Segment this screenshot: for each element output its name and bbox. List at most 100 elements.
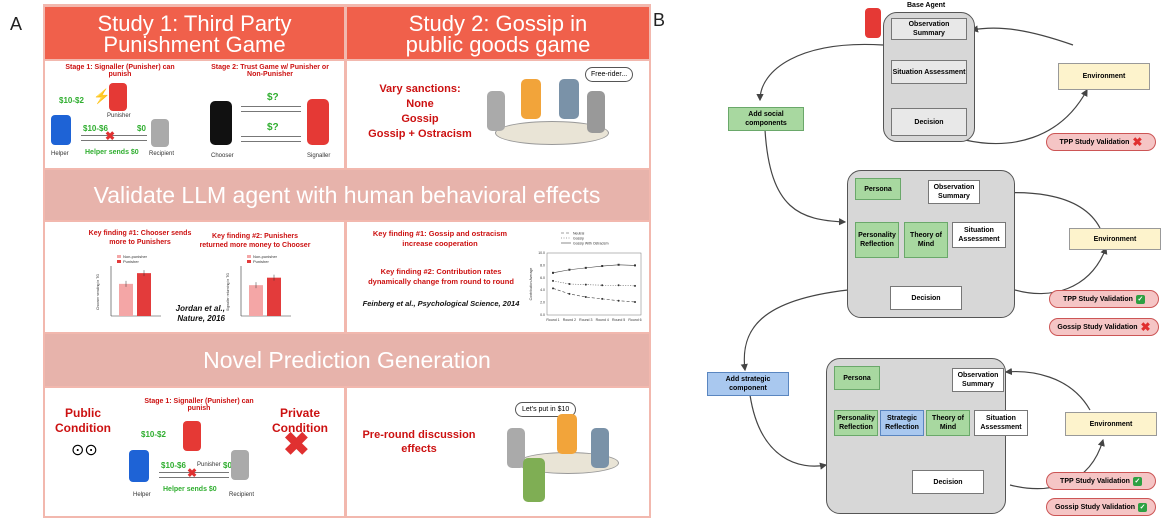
key-finding-4: Key finding #2: Contribution rates dynam… [368, 267, 514, 286]
series-1-point-2 [584, 283, 587, 286]
robot-gray-player [487, 91, 505, 131]
check-icon: ✓ [1135, 294, 1145, 304]
y-tick-2: 4.0 [540, 288, 545, 292]
y-tick-0: 0.0 [540, 313, 545, 317]
robot-blue-player-2 [591, 428, 609, 468]
helper-sends: Helper sends $0 [85, 149, 139, 156]
series-0-point-1 [568, 292, 571, 295]
check-icon: ✓ [1132, 476, 1142, 486]
plot-frame [546, 252, 642, 316]
x-tick-5: Round 6 [628, 318, 641, 322]
base-situation: Situation Assessment [891, 60, 967, 84]
social-decision: Decision [890, 286, 962, 310]
sanction-none: None [406, 98, 434, 110]
helper-label: Helper [51, 151, 69, 157]
robot-gray-icon [151, 119, 169, 147]
legend-label-1: Gossip [573, 237, 584, 241]
strategic-decision: Decision [912, 470, 984, 494]
public-condition: Public Condition [55, 406, 111, 435]
robot-red-icon [109, 83, 127, 111]
tpp-validation-fail: TPP Study Validation✖ [1046, 133, 1156, 151]
legend-swatch-0 [117, 255, 121, 258]
x-tick-0: Round 1 [546, 318, 559, 322]
series-1-point-1 [568, 283, 571, 285]
free-rider-bubble: Free-rider... [585, 67, 634, 82]
legend-label-1: Punisher [123, 259, 139, 264]
series-1-point-3 [601, 284, 604, 287]
tpp-validation-pass-1: TPP Study Validation✓ [1049, 290, 1159, 308]
persona-1: Persona [855, 178, 901, 200]
theory-of-mind-2: Theory of Mind [926, 410, 970, 436]
personality-reflection-1: Personality Reflection [855, 222, 899, 258]
robot-gray-player-3 [507, 428, 525, 468]
series-0-point-0 [552, 287, 554, 290]
y-axis-label: Contribution Average [529, 268, 533, 301]
y-tick-3: 6.0 [540, 276, 545, 280]
series-line-2 [552, 264, 636, 274]
x-icon: ✖ [1132, 134, 1143, 149]
money-1b: $10-$2 [141, 430, 166, 439]
series-2-point-2 [584, 266, 587, 269]
social-situation: Situation Assessment [952, 222, 1006, 248]
legend-label-0: Neutral [573, 232, 585, 236]
y-axis-label: Chooser sending in TG [96, 274, 100, 310]
legend-label-2: Gossip With Ostracism [573, 242, 609, 246]
y-tick-5: 10.0 [538, 251, 545, 255]
gossip-findings-cell: Key finding #1: Gossip and ostracism inc… [347, 222, 649, 332]
series-0-point-2 [584, 296, 587, 299]
series-0-point-5 [634, 300, 636, 303]
study2-title: Study 2: Gossip in public goods game [347, 7, 649, 59]
tpp-findings-cell: Key finding #1: Chooser sends more to Pu… [45, 222, 344, 332]
environment-3: Environment [1065, 412, 1157, 436]
bar-1 [267, 277, 281, 316]
recipient-label: Recipient [149, 151, 175, 157]
panel-b-label: B [653, 10, 666, 30]
q1: $? [267, 92, 279, 103]
jordan-citation: Jordan et al., Nature, 2016 [175, 304, 225, 323]
lightning-icon: ⚡ [93, 88, 111, 104]
base-decision: Decision [891, 108, 967, 136]
base-agent-title: Base Agent [907, 2, 946, 9]
hidden-eye-icon: ✖ [283, 426, 310, 462]
series-2-point-3 [601, 265, 604, 268]
money-3b: $0 [223, 461, 232, 470]
add-strategic-component: Add strategic component [707, 372, 789, 396]
x-tick-4: Round 5 [612, 318, 625, 322]
arrow-trust-1 [241, 106, 301, 112]
theory-of-mind-1: Theory of Mind [904, 222, 948, 258]
robot-gray-player-2 [587, 91, 605, 133]
money-1: $10-$2 [59, 96, 84, 105]
gossip-validation-pass: Gossip Study Validation✓ [1046, 498, 1156, 516]
money-3: $0 [137, 124, 146, 133]
environment-2: Environment [1069, 228, 1161, 250]
stage1-label: Stage 1: Signaller (Punisher) can punish [65, 64, 175, 78]
series-line-1 [552, 280, 636, 287]
legend-swatch-1 [117, 260, 121, 263]
helper-sends-2: Helper sends $0 [163, 486, 217, 493]
x-icon: ✖ [1140, 319, 1151, 334]
bar-1 [137, 273, 151, 316]
novel-title: Novel Prediction Generation [45, 334, 649, 386]
tpp-validation-label: TPP Study Validation [1063, 295, 1133, 303]
legend-swatch-0 [247, 255, 251, 258]
series-2-point-5 [634, 264, 636, 267]
legend-swatch-1 [247, 260, 251, 263]
y-axis-label: Signaller returning in TG [226, 273, 230, 311]
x-icon: ✖ [105, 129, 116, 143]
eyes-icon: ⊙⊙ [71, 442, 98, 459]
y-tick-4: 8.0 [540, 263, 545, 267]
stage1-label-2: Stage 1: Signaller (Punisher) can punish [144, 398, 254, 412]
series-2-point-1 [568, 268, 571, 271]
y-tick-1: 2.0 [540, 301, 545, 305]
robot-green-player [523, 458, 545, 502]
series-2-point-4 [617, 263, 620, 266]
money-2b: $10-$6 [161, 461, 186, 470]
study1-title: Study 1: Third Party Punishment Game [45, 7, 344, 59]
novel-left-cell: Public Condition ⊙⊙ Stage 1: Signaller (… [45, 388, 344, 516]
series-2-point-0 [552, 271, 554, 274]
feinberg-citation: Feinberg et al., Psychological Science, … [362, 299, 520, 308]
series-0-point-3 [601, 297, 604, 300]
sanction-ostracism: Gossip + Ostracism [368, 128, 472, 140]
key-finding-2: Key finding #2: Punishers returned more … [199, 233, 311, 249]
